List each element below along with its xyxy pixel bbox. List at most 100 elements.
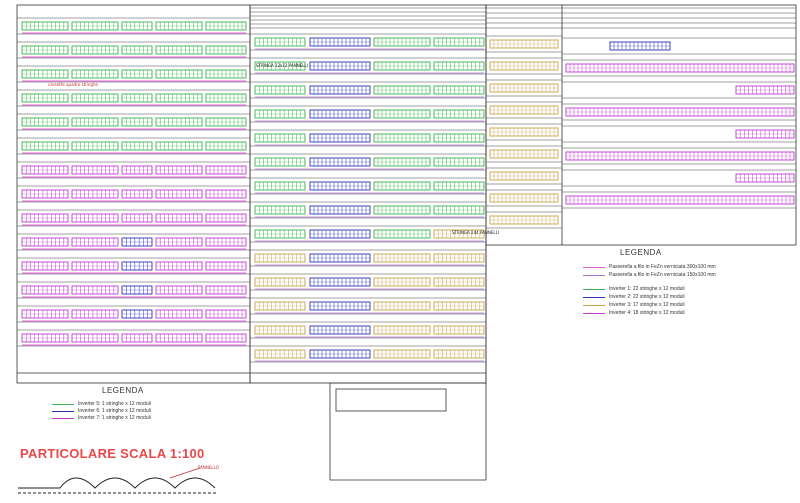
panel-string xyxy=(309,325,371,335)
panel-string xyxy=(21,309,69,319)
panel-string xyxy=(254,301,306,311)
panel-rows-right xyxy=(486,7,796,229)
panel-string xyxy=(155,21,203,31)
panel-string xyxy=(254,181,306,191)
panel-string xyxy=(155,117,203,127)
legend-swatch xyxy=(583,275,605,276)
panel-string xyxy=(121,285,153,295)
panel-string xyxy=(71,93,119,103)
panel-string xyxy=(254,61,306,71)
panel-string xyxy=(205,261,247,271)
panel-string xyxy=(433,253,485,263)
panel-string xyxy=(155,93,203,103)
panel-string xyxy=(21,237,69,247)
panel-string xyxy=(373,277,431,287)
panel-string xyxy=(373,61,431,71)
panel-string xyxy=(373,85,431,95)
string-label-sample: STRINGA 12x12 PANNELLI xyxy=(256,63,308,68)
panel-string xyxy=(155,213,203,223)
panel-string xyxy=(309,229,371,239)
panel-string xyxy=(121,237,153,247)
panel-string xyxy=(433,85,485,95)
detail-title: PARTICOLARE SCALA 1:100 xyxy=(20,446,205,461)
legend-left-title: LEGENDA xyxy=(102,386,144,395)
panel-string xyxy=(735,85,795,95)
panel-string xyxy=(433,229,485,239)
panel-string xyxy=(21,69,69,79)
panel-string xyxy=(155,285,203,295)
panel-string xyxy=(71,237,119,247)
legend-swatch xyxy=(52,411,74,412)
panel-string xyxy=(565,63,795,73)
panel-string xyxy=(254,229,306,239)
panel-string xyxy=(254,325,306,335)
panel-string xyxy=(309,205,371,215)
panel-string xyxy=(433,277,485,287)
panel-string xyxy=(309,109,371,119)
cassette-label: cassette quadro stringhe xyxy=(48,82,98,87)
panel-string xyxy=(71,333,119,343)
panel-string xyxy=(121,165,153,175)
legend-entry: Inverter 3: 17 stringhe x 12 moduli xyxy=(609,302,685,308)
panel-string xyxy=(309,61,371,71)
panel-string xyxy=(489,83,559,93)
panel-string xyxy=(205,165,247,175)
panel-string xyxy=(121,117,153,127)
panel-string xyxy=(309,277,371,287)
panel-string xyxy=(433,37,485,47)
panel-string xyxy=(254,349,306,359)
panel-string xyxy=(155,45,203,55)
panel-string xyxy=(433,205,485,215)
panel-string xyxy=(21,21,69,31)
panel-string xyxy=(609,41,671,51)
panel-string xyxy=(489,127,559,137)
panel-string xyxy=(433,325,485,335)
panel-string xyxy=(71,165,119,175)
panel-string xyxy=(373,301,431,311)
panel-string xyxy=(121,45,153,55)
panel-string xyxy=(205,21,247,31)
panel-string xyxy=(21,189,69,199)
legend-swatch xyxy=(52,418,74,419)
panel-string xyxy=(121,333,153,343)
panel-string xyxy=(71,261,119,271)
legend-entry: Inverter 7: 1 stringhe x 12 moduli xyxy=(78,415,151,421)
panel-string xyxy=(121,21,153,31)
panel-string xyxy=(21,141,69,151)
panel-string xyxy=(254,133,306,143)
panel-string xyxy=(433,109,485,119)
legend-swatch xyxy=(583,297,605,298)
panel-string xyxy=(373,157,431,167)
panel-string xyxy=(373,109,431,119)
panel-string xyxy=(433,301,485,311)
panel-string xyxy=(205,93,247,103)
panel-string xyxy=(373,253,431,263)
panel-string xyxy=(21,333,69,343)
panel-string xyxy=(489,193,559,203)
panel-string xyxy=(205,117,247,127)
panel-string xyxy=(121,69,153,79)
legend-entry: Inverter 1: 22 stringhe x 12 moduli xyxy=(609,286,685,292)
panel-string xyxy=(121,93,153,103)
string-244-label: STRINGA 244 PANNELLI xyxy=(452,230,499,235)
panel-string xyxy=(155,69,203,79)
panel-string xyxy=(254,85,306,95)
panel-string xyxy=(21,213,69,223)
panel-string xyxy=(21,117,69,127)
panel-string xyxy=(205,285,247,295)
legend-right-title: LEGENDA xyxy=(620,248,662,257)
building-outline xyxy=(16,4,797,481)
legend-entry: Inverter 6: 1 stringhe x 12 moduli xyxy=(78,408,151,414)
panel-string xyxy=(155,189,203,199)
panel-string xyxy=(735,129,795,139)
panel-string xyxy=(71,189,119,199)
panel-string xyxy=(565,107,795,117)
panel-string xyxy=(21,261,69,271)
panel-string xyxy=(309,37,371,47)
panel-string xyxy=(254,37,306,47)
panel-string xyxy=(121,189,153,199)
panel-string xyxy=(254,109,306,119)
panel-string xyxy=(433,133,485,143)
panel-string xyxy=(71,285,119,295)
panel-string xyxy=(254,253,306,263)
